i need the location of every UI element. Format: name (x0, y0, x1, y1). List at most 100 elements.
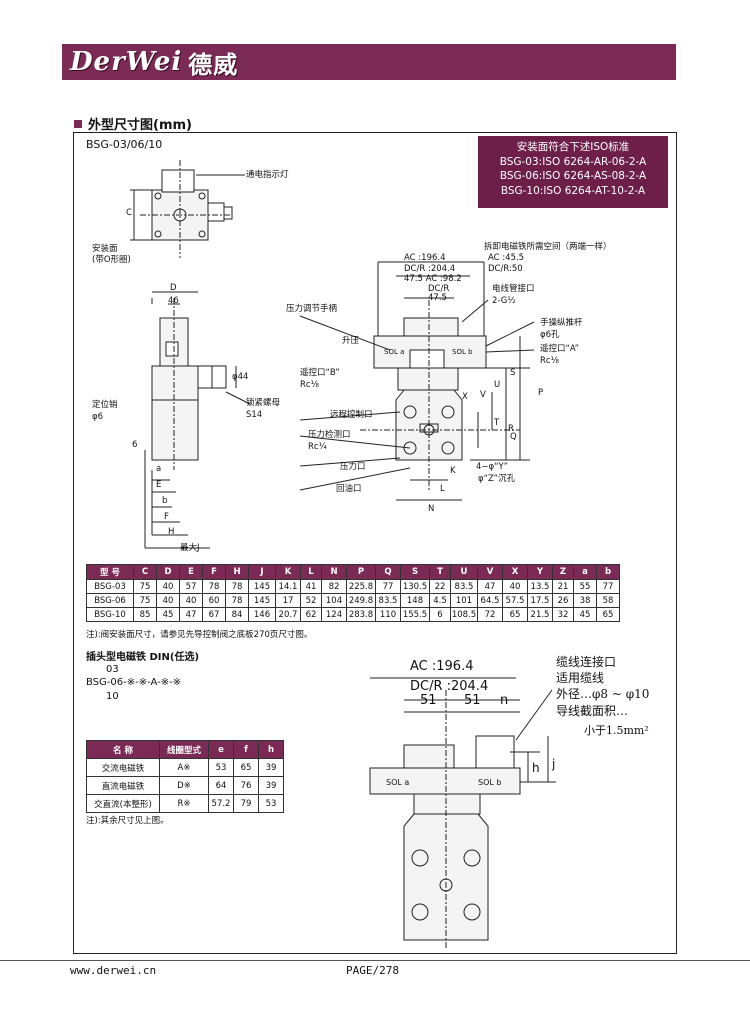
table-cell: 72 (477, 607, 503, 622)
din-valve-solenoids (369, 767, 521, 795)
din-51a: 51 (420, 693, 437, 708)
plug-code-10: 10 (106, 691, 119, 702)
dim-6: 6 (132, 440, 138, 450)
table-cell: 85 (133, 607, 157, 622)
din-51b: 51 (464, 693, 481, 708)
table-cell: 21.5 (527, 607, 553, 622)
table-cell: 40 (502, 579, 528, 594)
table-cell: 79 (233, 794, 259, 813)
dim-table-header: P (346, 564, 376, 580)
table-cell: 55 (573, 579, 597, 594)
table-cell: 65 (502, 607, 528, 622)
coil-table-header: e (208, 740, 234, 759)
dim-d: D (170, 283, 177, 293)
table-cell: 104 (321, 593, 347, 608)
table-cell: 17 (275, 593, 301, 608)
dim-table-header: 型 号 (86, 564, 134, 580)
dim-b: b (162, 496, 168, 506)
din-valve-body (403, 813, 489, 941)
footer-url[interactable]: www.derwei.cn (70, 964, 157, 977)
table-cell: 124 (321, 607, 347, 622)
table-cell: 145 (248, 593, 276, 608)
plug-code-03: 03 (106, 664, 119, 675)
table-cell: 40 (156, 593, 180, 608)
table-cell: 13.5 (527, 579, 553, 594)
model-label: BSG-03/06/10 (86, 138, 163, 151)
table-cell: 39 (258, 758, 284, 777)
table-cell: 52 (300, 593, 322, 608)
dim-f: F (164, 512, 169, 522)
space-note-label: 拆卸电磁铁所需空间（两端一样） (484, 242, 612, 252)
outer-dia-label: 外径…φ8 ~ φ10 (556, 687, 650, 701)
page-number: PAGE/278 (346, 964, 399, 977)
table-cell: 60 (202, 593, 226, 608)
table-cell: 64 (208, 776, 234, 795)
table-cell: 20.7 (275, 607, 301, 622)
dim-v: V (480, 390, 486, 400)
table-cell: 145 (248, 579, 276, 594)
sol-b-label: SOL b (452, 348, 473, 356)
dim-table-note: 注):阀安装面尺寸，请参见先导控制阀之底板270页尺寸图。 (86, 630, 313, 640)
press-check-label: 压力检测口 (308, 430, 351, 440)
dim-table-header: V (477, 564, 503, 580)
dim-table-header: F (202, 564, 226, 580)
rc18-b-label: Rc⅛ (300, 380, 319, 390)
phi-z-label: φ“Z”沉孔 (478, 474, 516, 484)
dim-s: S (510, 368, 516, 378)
table-cell: 108.5 (450, 607, 478, 622)
table-cell: 47 (477, 579, 503, 594)
table-cell: 直流电磁铁 (86, 776, 160, 795)
remote-a-label: 遥控口“A” (540, 344, 580, 354)
dcr-label: DC/R (428, 284, 450, 294)
dim-x: X (462, 392, 468, 402)
table-cell: 57.5 (502, 593, 528, 608)
dim-table-header: L (300, 564, 322, 580)
footer-divider (0, 960, 750, 961)
table-cell: 4.5 (429, 593, 451, 608)
s14-label: S14 (246, 410, 263, 420)
table-cell: BSG-03 (86, 579, 134, 594)
table-cell: 249.8 (346, 593, 376, 608)
din-sol-b: SOL b (478, 778, 502, 787)
table-cell: 130.5 (400, 579, 430, 594)
table-cell: R※ (159, 794, 209, 813)
dim-table-header: D (156, 564, 180, 580)
dim-46: 46 (168, 296, 179, 306)
din-j: j (552, 757, 556, 771)
ac-1964-label: AC :196.4 (404, 253, 446, 263)
table-cell: 67 (202, 607, 226, 622)
table-cell: 交流电磁铁 (86, 758, 160, 777)
locate-pin-label: 定位销 (92, 400, 118, 410)
ac-455-label: AC :45.5 (488, 253, 525, 263)
dim-table-header: b (596, 564, 620, 580)
table-cell: 47 (179, 607, 203, 622)
table-cell: 78 (225, 579, 249, 594)
header-banner (62, 44, 676, 80)
table-cell: 58 (596, 593, 620, 608)
v475-label: 47.5 (428, 293, 447, 303)
coil-table-header: f (233, 740, 259, 759)
o-ring-label: (带O形圈) (92, 255, 131, 265)
rc14-label: Rc¼ (308, 442, 327, 452)
cable-label: 适用缆线 (556, 671, 605, 685)
four-phi-y-label: 4−φ“Y” (476, 462, 508, 472)
plug-code-main: BSG-06-※-※-A-※-※ (86, 677, 182, 688)
bullet-square-icon (74, 119, 82, 128)
dim-table-header: S (400, 564, 430, 580)
dim-table-header: U (450, 564, 478, 580)
dim-q: Q (510, 432, 517, 442)
ac-982-label: 47.5 AC :98.2 (404, 274, 462, 284)
power-lamp-label: 通电指示灯 (246, 170, 289, 180)
table-cell: BSG-10 (86, 607, 134, 622)
mount-face-label: 安装面 (92, 244, 118, 254)
table-cell: 26 (552, 593, 574, 608)
dim-e: E (156, 480, 162, 490)
dim-table-header: E (179, 564, 203, 580)
lt15-label: 小于1.5mm² (584, 724, 649, 737)
dim-p: P (538, 388, 544, 398)
dim-k: K (450, 466, 456, 476)
